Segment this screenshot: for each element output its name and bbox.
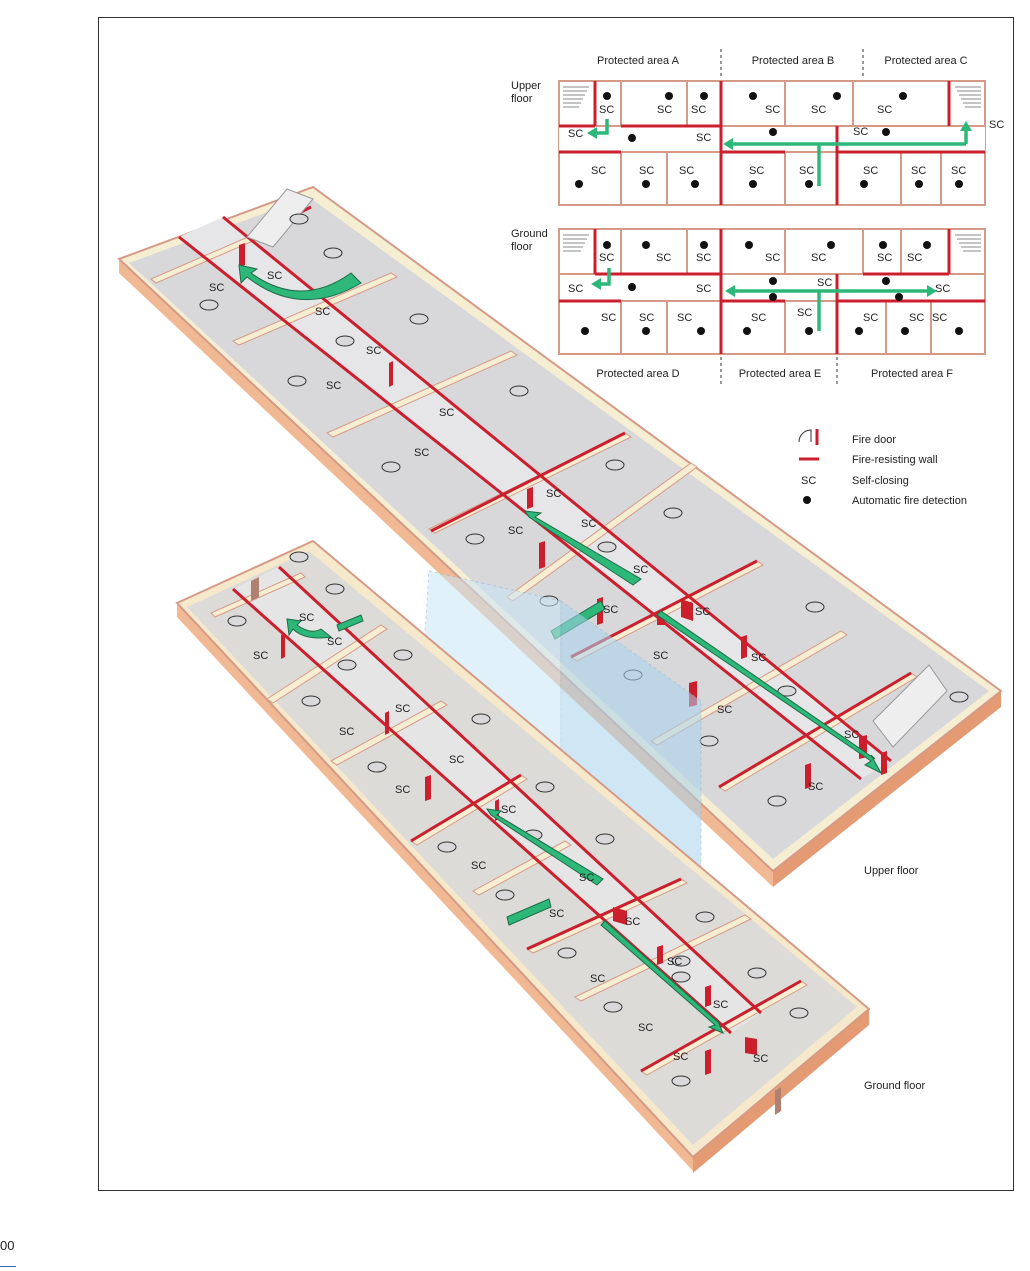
sc-label: SC [471,860,486,872]
sc-label: SC [808,781,823,793]
sc-label: SC [765,104,780,116]
sc-label: SC [209,282,224,294]
protected-area-f: Protected area F [871,368,953,380]
sc-label: SC [568,128,583,140]
sc-label: SC [315,306,330,318]
protected-area-d: Protected area D [596,368,679,380]
fire-compartment-diagram: Upper floor [117,49,1004,1173]
sc-label: SC [696,252,711,264]
sc-label: SC [591,165,606,177]
page-number-rule [0,1266,16,1267]
sc-label: SC [817,277,832,289]
sc-label: SC [639,312,654,324]
sc-label: SC [590,973,605,985]
sc-label: SC [935,283,950,295]
sc-label: SC [863,165,878,177]
sc-label: SC [395,784,410,796]
ground-plan-label-1: Ground [511,228,548,240]
sc-label: SC [657,104,672,116]
upper-plan-label-2: floor [511,93,533,105]
sc-label: SC [625,916,640,928]
legend-fire-wall: Fire-resisting wall [852,454,938,466]
sc-label: SC [853,126,868,138]
sc-label: SC [811,252,826,264]
upper-floor-plan: Upper floor [511,49,1004,206]
sc-label: SC [667,956,682,968]
sc-label: SC [601,312,616,324]
sc-label: SC [267,270,282,282]
sc-label: SC [679,165,694,177]
sc-label: SC [696,132,711,144]
sc-label: SC [696,283,711,295]
sc-label: SC [753,1053,768,1065]
ground-floor-plan: Ground floor [511,228,986,385]
sc-label: SC [639,165,654,177]
sc-label: SC [751,652,766,664]
sc-label: SC [581,518,596,530]
sc-label: SC [508,525,523,537]
protected-area-a: Protected area A [597,55,680,67]
sc-label: SC [877,104,892,116]
sc-label: SC [327,636,342,648]
sc-label: SC [546,488,561,500]
sc-label: SC [695,606,710,618]
sc-label: SC [691,104,706,116]
upper-plan-label-1: Upper [511,80,541,92]
legend-detection: Automatic fire detection [852,495,967,507]
sc-label: SC [656,252,671,264]
sc-label: SC [799,165,814,177]
sc-label: SC [717,704,732,716]
legend-fire-door: Fire door [852,434,896,446]
sc-label: SC [797,307,812,319]
sc-label: SC [439,407,454,419]
sc-label: SC [366,345,381,357]
sc-label: SC [811,104,826,116]
sc-label: SC [501,804,516,816]
sc-label: SC [326,380,341,392]
sc-label: SC [633,564,648,576]
sc-label: SC [909,312,924,324]
sc-label: SC [877,252,892,264]
sc-label: SC [989,119,1004,131]
sc-label: SC [449,754,464,766]
sc-label: SC [549,908,564,920]
sc-label: SC [911,165,926,177]
sc-label: SC [603,604,618,616]
sc-label: SC [844,729,859,741]
iso-upper-floor-label: Upper floor [864,865,919,877]
sc-label: SC [395,703,410,715]
page-number: 00 [0,1238,15,1253]
detector-icon [803,496,811,504]
legend: Fire door Fire-resisting wall SC Self-cl… [798,429,967,507]
sc-label: SC [638,1022,653,1034]
ground-floor-isometric: SC SC SC SC SC SC SC SC SC SC SC SC SC S… [175,539,871,1173]
sc-label: SC [713,999,728,1011]
sc-label: SC [751,312,766,324]
protected-area-c: Protected area C [884,55,967,67]
sc-label: SC [932,312,947,324]
sc-label: SC [951,165,966,177]
ground-plan-label-2: floor [511,241,533,253]
sc-label: SC [599,104,614,116]
sc-label: SC [749,165,764,177]
sc-label: SC [653,650,668,662]
sc-label: SC [907,252,922,264]
sc-label: SC [765,252,780,264]
sc-label: SC [568,283,583,295]
sc-label: SC [299,612,314,624]
legend-self-closing: Self-closing [852,475,909,487]
sc-label: SC [414,447,429,459]
sc-label: SC [253,650,268,662]
sc-label: SC [673,1051,688,1063]
sc-label: SC [339,726,354,738]
figure-frame: Upper floor [98,17,1014,1191]
protected-area-e: Protected area E [739,368,822,380]
sc-label: SC [677,312,692,324]
iso-ground-floor-label: Ground floor [864,1080,925,1092]
protected-area-b: Protected area B [752,55,835,67]
legend-sc-symbol: SC [801,475,816,487]
sc-label: SC [599,252,614,264]
sc-label: SC [863,312,878,324]
sc-label: SC [579,872,594,884]
